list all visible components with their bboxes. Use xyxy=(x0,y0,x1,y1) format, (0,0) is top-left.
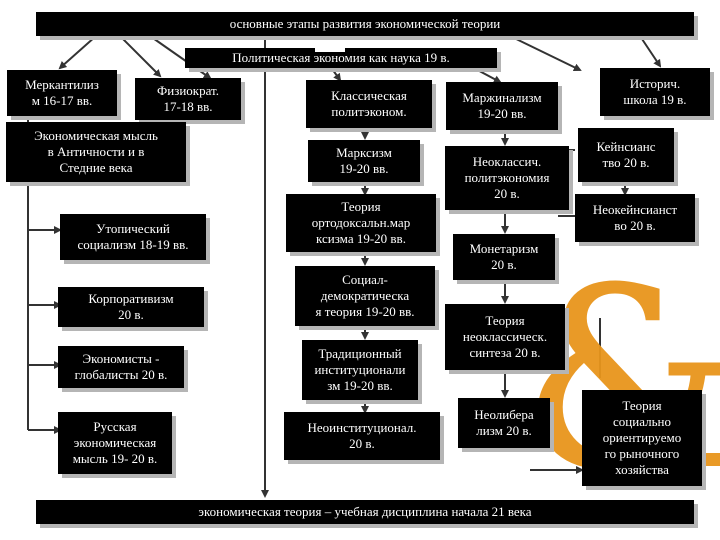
box-russian: Русская экономическая мысль 19- 20 в. xyxy=(58,412,172,474)
box-monetarism: Монетаризм 20 в. xyxy=(453,234,555,280)
box-neoclassical-synthesis: Теория неоклассическ. синтеза 20 в. xyxy=(445,304,565,370)
box-neoliberalism: Неолибера лизм 20 в. xyxy=(458,398,550,448)
box-neokeynesianism: Неокейнсианст во 20 в. xyxy=(575,194,695,242)
box-neoclassical: Неоклассич. политэкономия 20 в. xyxy=(445,146,569,210)
box-antiquity: Экономическая мысль в Античности и в Сте… xyxy=(6,122,186,182)
political-economy-text: Политическая экономия как наука 19 в. xyxy=(232,50,450,65)
box-marginalism: Маржинализм 19-20 вв. xyxy=(446,82,558,130)
box-corporatism: Корпоративизм 20 в. xyxy=(58,287,204,327)
box-orthodox-marxism: Теория ортодоксальн.мар ксизма 19-20 вв. xyxy=(286,194,436,252)
box-social-democratic: Социал- демократическа я теория 19-20 вв… xyxy=(295,266,435,326)
box-mercantilism: Меркантилиз м 16-17 вв. xyxy=(7,70,117,116)
box-marxism: Марксизм 19-20 вв. xyxy=(308,140,420,182)
box-physiocrats: Физиократ. 17-18 вв. xyxy=(135,78,241,120)
political-economy-box: Политическая экономия как наука 19 в. xyxy=(185,48,497,68)
header-title: основные этапы развития экономической те… xyxy=(36,12,694,36)
header-title-text: основные этапы развития экономической те… xyxy=(229,16,501,31)
footer-banner: экономическая теория – учебная дисциплин… xyxy=(36,500,694,524)
box-social-market-theory: Теория социально ориентируемо го рыночно… xyxy=(582,390,702,486)
box-historical-school: Историч. школа 19 в. xyxy=(600,68,710,116)
box-globalists: Экономисты - глобалисты 20 в. xyxy=(58,346,184,388)
box-institutionalism: Традиционный институционали зм 19-20 вв. xyxy=(302,340,418,400)
footer-text: экономическая теория – учебная дисциплин… xyxy=(198,504,532,519)
political-economy-notch xyxy=(315,40,345,52)
box-neoinstitutionalism: Неоинституционал. 20 в. xyxy=(284,412,440,460)
box-classical: Классическая политэконом. xyxy=(306,80,432,128)
box-utopian: Утопический социализм 18-19 вв. xyxy=(60,214,206,260)
box-keynesianism: Кейнсианс тво 20 в. xyxy=(578,128,674,182)
